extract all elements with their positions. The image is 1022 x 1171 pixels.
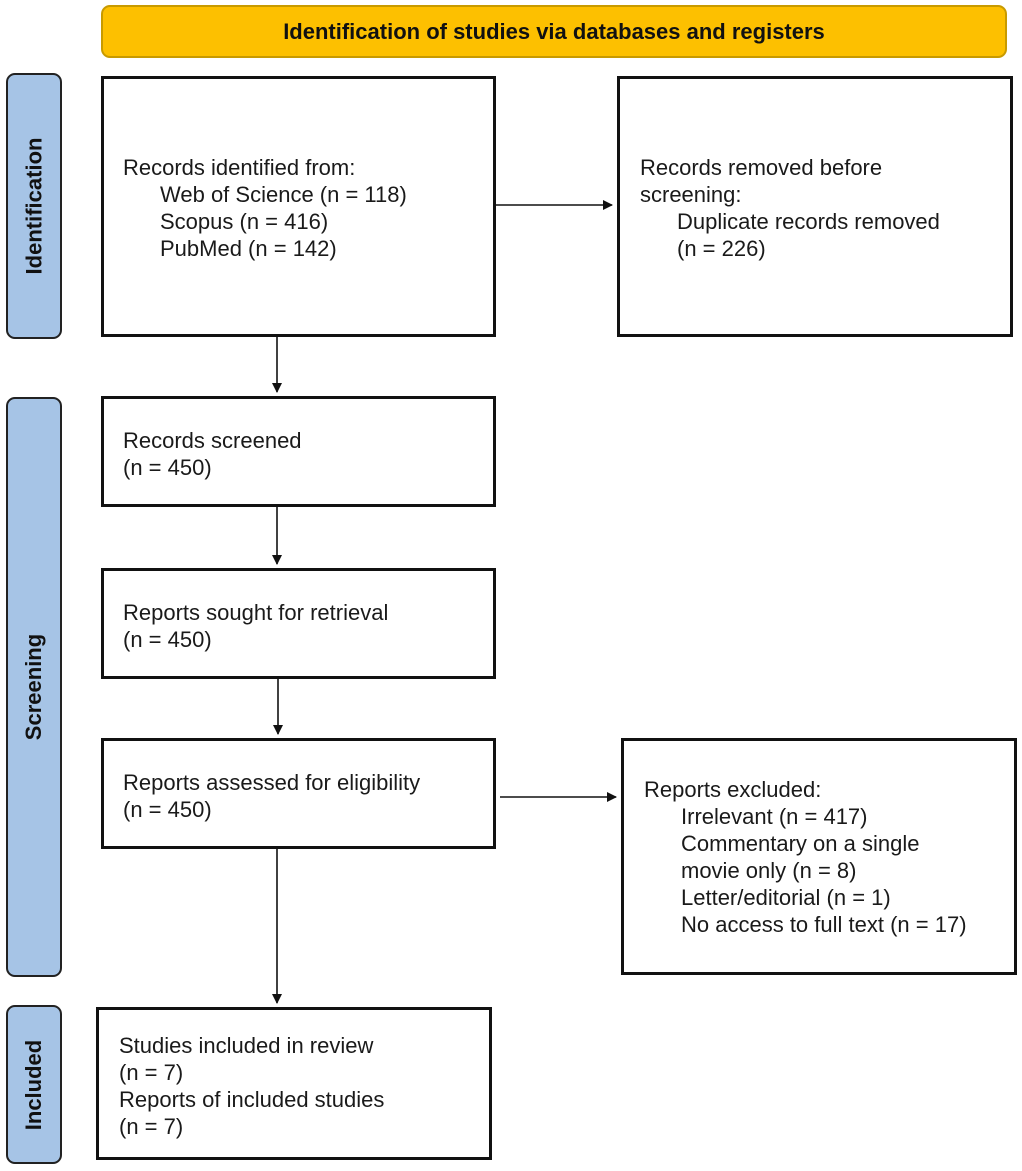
excluded-irrelevant: Irrelevant (n = 417) — [681, 804, 868, 829]
records-identified-heading: Records identified from: — [123, 155, 356, 180]
phase-screening: Screening — [6, 397, 62, 977]
excluded-letter-editorial: Letter/editorial (n = 1) — [681, 885, 891, 910]
source-web-of-science: Web of Science (n = 118) — [160, 182, 407, 207]
records-screened-label: Records screened — [123, 428, 302, 453]
excluded-commentary-1: Commentary on a single — [681, 831, 920, 856]
excluded-no-access: No access to full text (n = 17) — [681, 912, 967, 937]
records-screened-box: Records screened (n = 450) — [101, 396, 496, 507]
records-removed-box: Records removed before screening: Duplic… — [617, 76, 1013, 337]
studies-included-label: Studies included in review — [119, 1033, 374, 1058]
source-pubmed: PubMed (n = 142) — [160, 236, 337, 261]
reports-excluded-box: Reports excluded: Irrelevant (n = 417) C… — [621, 738, 1017, 975]
source-scopus: Scopus (n = 416) — [160, 209, 329, 234]
records-screened-count: (n = 450) — [123, 455, 212, 480]
reports-excluded-heading: Reports excluded: — [644, 777, 822, 802]
records-removed-heading-2: screening: — [640, 182, 742, 207]
duplicates-removed-count: (n = 226) — [677, 236, 766, 261]
studies-included-box: Studies included in review (n = 7) Repor… — [96, 1007, 492, 1160]
phase-identification: Identification — [6, 73, 62, 339]
reports-assessed-count: (n = 450) — [123, 797, 212, 822]
excluded-commentary-2: movie only (n = 8) — [681, 858, 857, 883]
studies-included-count: (n = 7) — [119, 1060, 184, 1085]
reports-sought-label: Reports sought for retrieval — [123, 600, 389, 625]
records-removed-heading-1: Records removed before — [640, 155, 883, 180]
header-title: Identification of studies via databases … — [283, 18, 825, 44]
header-banner: Identification of studies via databases … — [101, 5, 1007, 58]
phase-included: Included — [6, 1005, 62, 1164]
reports-assessed-box: Reports assessed for eligibility (n = 45… — [101, 738, 496, 849]
duplicates-removed-label: Duplicate records removed — [677, 209, 940, 234]
reports-sought-box: Reports sought for retrieval (n = 450) — [101, 568, 496, 679]
reports-included-label: Reports of included studies — [119, 1087, 385, 1112]
reports-included-count: (n = 7) — [119, 1114, 184, 1139]
reports-sought-count: (n = 450) — [123, 627, 212, 652]
reports-assessed-label: Reports assessed for eligibility — [123, 770, 421, 795]
records-identified-box: Records identified from: Web of Science … — [101, 76, 496, 337]
